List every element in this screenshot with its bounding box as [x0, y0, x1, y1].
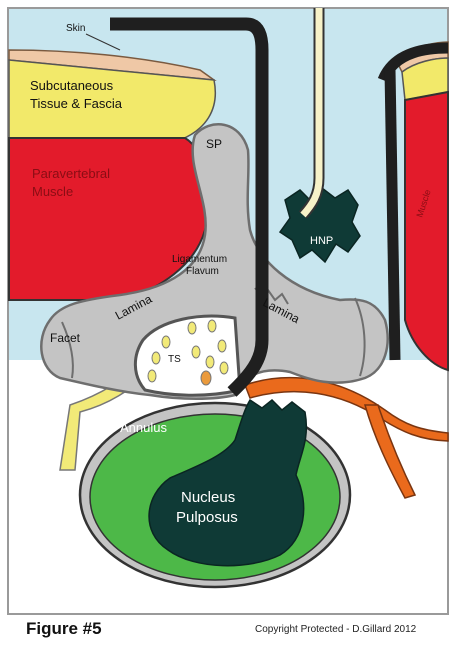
label-sp: SP: [206, 137, 222, 151]
copyright-notice: Copyright Protected - D.Gillard 2012: [255, 624, 416, 635]
label-skin: Skin: [66, 23, 85, 34]
label-paravertebral-line2: Muscle: [32, 184, 73, 199]
figure-caption: Figure #5: [26, 619, 102, 639]
right-muscle: [405, 92, 448, 370]
label-nucleus-line1: Nucleus: [181, 489, 235, 506]
label-subcutaneous-line2: Tissue & Fascia: [30, 96, 123, 111]
right-needle-shaft: [390, 70, 395, 360]
label-nucleus-line2: Pulposus: [176, 509, 238, 526]
label-ligamentum-line1: Ligamentum: [172, 254, 227, 265]
label-subcutaneous-line1: Subcutaneous: [30, 78, 114, 93]
label-ligamentum-line2: Flavum: [186, 266, 219, 277]
label-ts: TS: [168, 354, 181, 365]
label-paravertebral-line1: Paravertebral: [32, 166, 110, 181]
label-facet: Facet: [50, 331, 81, 345]
label-annulus: Annulus: [120, 420, 167, 435]
label-hnp: HNP: [310, 235, 333, 247]
